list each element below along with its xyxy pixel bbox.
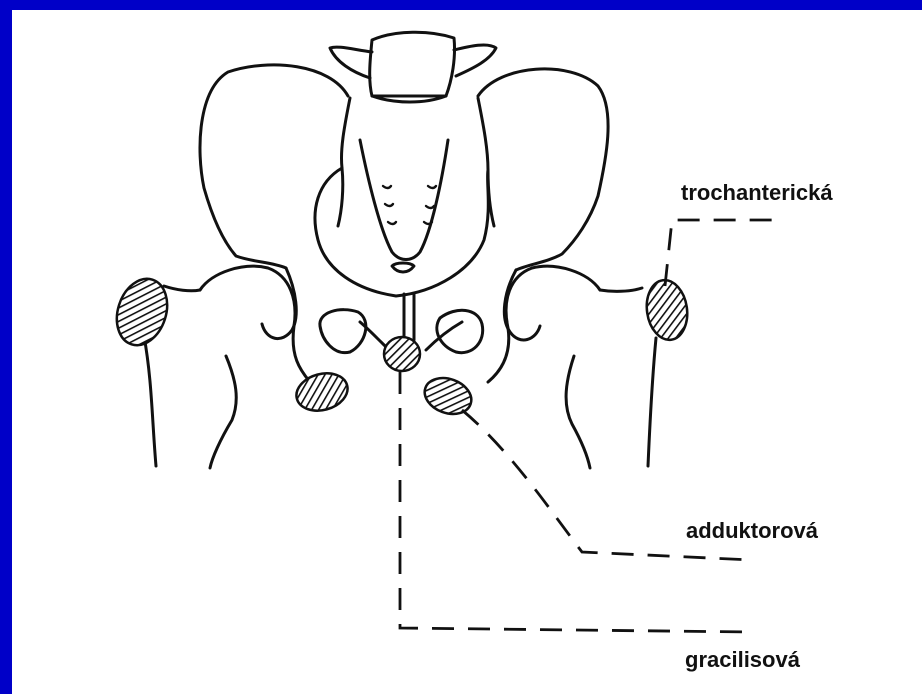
right-ilium-inner xyxy=(478,98,494,226)
leader-trochanteric xyxy=(665,220,780,286)
right-obturator-foramen xyxy=(437,310,483,352)
label-adductor: adduktorová xyxy=(686,518,818,544)
vertebra-body xyxy=(370,32,455,96)
left-adductor-area xyxy=(292,368,352,416)
pelvis-drawing xyxy=(12,10,922,694)
sacrum-lower xyxy=(360,140,448,260)
pubic-symphysis xyxy=(404,294,414,340)
left-ilium-inner xyxy=(338,98,350,226)
vertebra-left-wing xyxy=(330,47,372,78)
sacrum xyxy=(315,168,488,296)
left-femur xyxy=(144,266,310,468)
label-trochanteric: trochanterická xyxy=(681,180,833,206)
label-gracilis: gracilisová xyxy=(685,647,800,673)
right-adductor-area xyxy=(420,372,477,420)
left-trochanter-area xyxy=(109,272,176,352)
right-femur xyxy=(488,266,656,468)
left-ilium xyxy=(200,65,348,268)
right-trochanter-area xyxy=(643,278,691,343)
slide-canvas: trochanterická adduktorová gracilisová xyxy=(12,10,922,694)
left-acetabulum xyxy=(262,268,296,339)
left-obturator-foramen xyxy=(320,310,366,353)
gracilis-area xyxy=(384,337,420,371)
right-ilium xyxy=(478,69,608,270)
coccyx xyxy=(392,263,414,272)
vertebra-right-wing xyxy=(454,45,496,76)
